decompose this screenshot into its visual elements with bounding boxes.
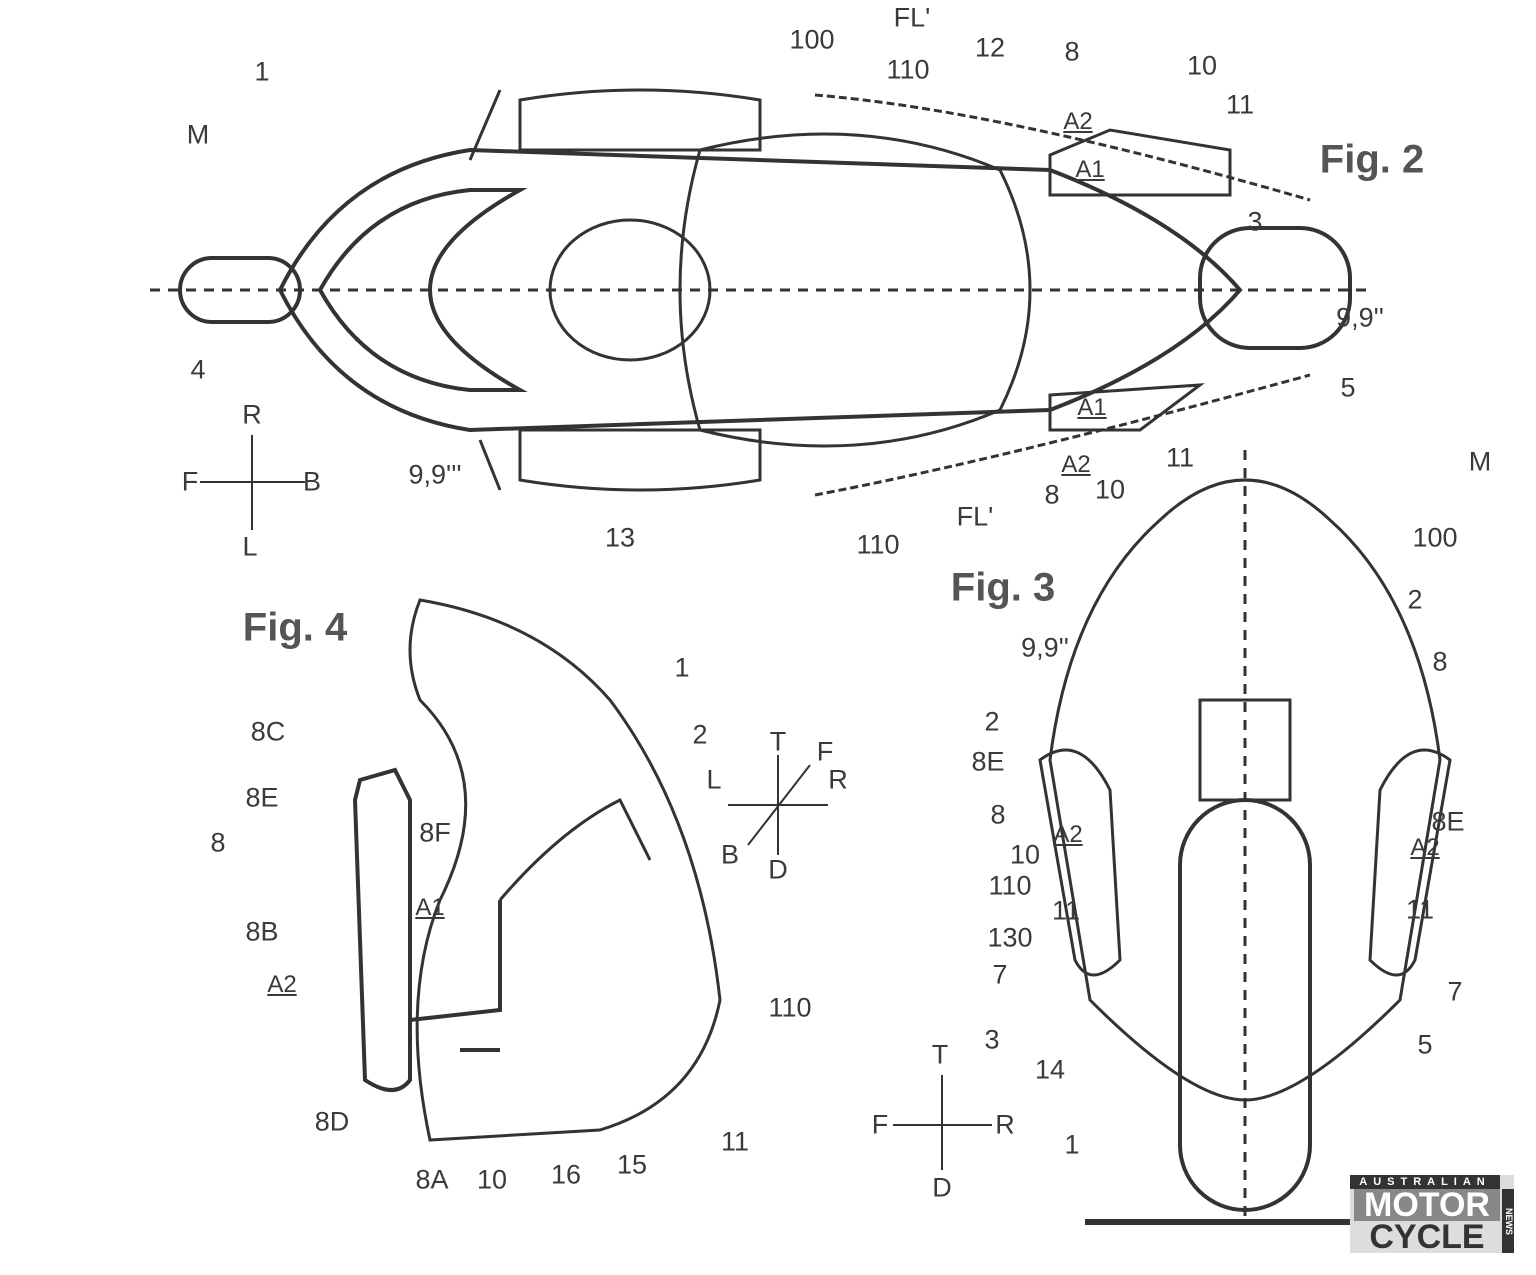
fig2-motorcycle-top-view [150,88,1370,530]
fig2-label: A2 [1061,451,1091,478]
fig4-label: 8B [245,916,279,947]
fig2-label: 9,9''' [408,459,462,490]
fig2-label: 10 [1094,474,1126,505]
fig4-label: 16 [550,1159,582,1190]
fig2-axis-label: L [242,531,258,562]
fig2-label: A1 [1075,156,1105,183]
fig3-label: 8 [1432,646,1448,677]
fig4-mirror-detail-view [352,598,828,1142]
fig2-label: 12 [974,32,1006,63]
fig3-axis-label: R [995,1109,1015,1140]
fig2-label: FL' [893,2,931,33]
fig2-label: 8 [1064,36,1080,67]
fig4-axis-label: T [769,726,787,757]
fig3-motorcycle-front-view [893,450,1452,1225]
fig4-label: 8C [250,716,286,747]
fig3-label: 14 [1034,1054,1066,1085]
fig2-label: A2 [1063,108,1093,135]
fig3-label: 7 [992,959,1008,990]
fig4-axis-label: R [828,764,848,795]
fig2-label: 10 [1186,50,1218,81]
fig3-label: 10 [1009,839,1041,870]
fig4-label: 1 [674,652,690,683]
fig4-label: 8 [210,827,226,858]
logo-side-text: NEWS [1502,1189,1514,1253]
fig4-label: 8E [245,782,279,813]
fig3-label: 11 [1051,895,1081,926]
fig3-label: 2 [1407,584,1423,615]
fig3-axis-label: D [932,1172,952,1203]
fig4-axis-label: F [816,736,834,767]
fig2-label: 9,9'' [1336,302,1384,333]
fig4-label: 8F [419,817,451,848]
fig4-label: 2 [692,719,708,750]
fig3-label: 11 [1405,894,1435,925]
fig3-label: 100 [1412,522,1458,553]
fig3-label: 130 [987,922,1033,953]
fig4-label: 10 [476,1164,508,1195]
logo-line1: MOTOR [1354,1188,1500,1222]
fig2-title: Fig. 2 [1319,137,1425,182]
fig3-label: A2 [1053,821,1083,848]
fig4-axis-label: L [706,764,722,795]
fig4-label: 11 [720,1126,750,1157]
fig2-label: 13 [604,522,636,553]
fig3-label: 7 [1447,976,1463,1007]
fig2-label: 11 [1165,442,1195,473]
fig4-label: 8A [415,1164,449,1195]
fig2-label: 110 [886,54,930,85]
fig3-axis-label: F [871,1109,889,1140]
fig3-label: A2 [1410,834,1440,861]
fig2-label: 4 [190,354,206,385]
fig3-title: Fig. 3 [950,565,1056,610]
fig2-label: 100 [789,24,835,55]
fig4-label: 15 [616,1149,648,1180]
fig4-label: 110 [768,992,812,1023]
fig2-label: M [1468,446,1492,477]
australian-motorcycle-news-logo: AUSTRALIAN MOTOR CYCLE NEWS [1350,1175,1514,1256]
fig2-label: A1 [1077,394,1107,421]
fig2-label: 3 [1247,206,1263,237]
fig2-axis-label: B [302,466,322,497]
logo-top-text: AUSTRALIAN [1350,1175,1500,1189]
fig2-label: 8 [1044,479,1060,510]
fig3-label: 5 [1417,1029,1433,1060]
fig3-label: 110 [988,870,1032,901]
fig2-label: FL' [956,501,994,532]
fig3-label: 3 [984,1024,1000,1055]
fig2-axis-label: F [181,466,199,497]
fig3-label: 8 [990,799,1006,830]
fig4-axis-label: D [768,854,788,885]
fig4-title: Fig. 4 [242,605,348,650]
fig2-label: 11 [1225,89,1255,120]
fig3-label: 8E [971,746,1005,777]
fig3-label: 2 [984,706,1000,737]
fig4-axis-label: B [720,839,740,870]
fig4-label: A2 [267,971,297,998]
fig3-axis-label: T [931,1039,949,1070]
fig3-label: 9,9'' [1021,632,1069,663]
fig2-label: 1 [254,56,270,87]
fig2-label: 110 [856,529,900,560]
logo-line2: CYCLE [1369,1218,1485,1256]
fig3-label: 1 [1064,1129,1080,1160]
fig4-label: A1 [415,894,445,921]
fig2-label: 5 [1340,372,1356,403]
fig2-label: M [186,119,210,150]
fig2-axis-label: R [242,399,262,430]
fig4-label: 8D [314,1106,350,1137]
fig3-label: 8E [1431,806,1465,837]
